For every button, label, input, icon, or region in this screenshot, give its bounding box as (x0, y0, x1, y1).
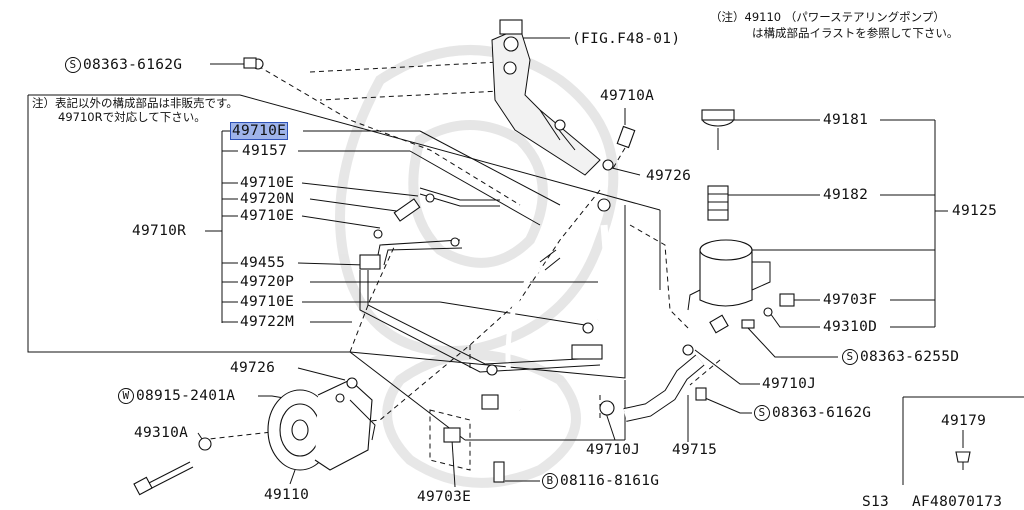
part-label-49179[interactable]: 49179 (941, 413, 987, 429)
footer-model-code: S13 (862, 494, 890, 510)
part-label-49715[interactable]: 49715 (672, 442, 718, 458)
part-label-49157[interactable]: 49157 (242, 143, 288, 159)
part-label-49125[interactable]: 49125 (952, 203, 998, 219)
part-label-49110[interactable]: 49110 (264, 487, 310, 503)
pump-reference-note-line1: （注）49110 （パワーステアリングポンプ） (710, 10, 945, 24)
leader-lines (27, 37, 1024, 488)
part-label-49720p[interactable]: 49720P (240, 274, 295, 290)
fasteners (443, 387, 971, 483)
non-sale-note-line1: 注）表記以外の構成部品は非販売です。 (32, 96, 238, 110)
non-sale-note-line2: 49710Rで対応して下さい。 (58, 110, 206, 124)
part-label-49720n[interactable]: 49720N (240, 191, 295, 207)
part-label-49710a[interactable]: 49710A (600, 88, 655, 104)
part-label-49710j-bottom[interactable]: 49710J (586, 442, 641, 458)
part-label-49726-left[interactable]: 49726 (230, 360, 276, 376)
part-label-49710e-3[interactable]: 49710E (240, 208, 295, 224)
part-label-49703e[interactable]: 49703E (417, 489, 472, 505)
figure-reference-label[interactable]: (FIG.F48-01) (572, 31, 681, 47)
part-label-49455[interactable]: 49455 (240, 255, 286, 271)
part-label-49310d[interactable]: 49310D (823, 319, 878, 335)
watermark-emblem (335, 45, 619, 488)
part-label-49181[interactable]: 49181 (823, 112, 869, 128)
s-symbol-icon: S (754, 405, 770, 421)
part-label-49722m[interactable]: 49722M (240, 314, 295, 330)
s-symbol-icon: S (65, 57, 81, 73)
part-label-49710e-2[interactable]: 49710E (240, 175, 295, 191)
reservoir-tank (687, 109, 795, 334)
part-label-49182[interactable]: 49182 (823, 187, 869, 203)
w-symbol-icon: W (118, 388, 134, 404)
b-symbol-icon: B (542, 473, 558, 489)
part-label-49726-top[interactable]: 49726 (646, 168, 692, 184)
part-label-49710r[interactable]: 49710R (132, 223, 187, 239)
part-label-49710j-right[interactable]: 49710J (762, 376, 817, 392)
hoses (505, 125, 705, 422)
pressure-pipes (359, 187, 603, 410)
s-symbol-icon: S (842, 349, 858, 365)
part-label-49710e-highlighted[interactable]: 49710E (230, 122, 289, 140)
power-steering-pump (133, 57, 376, 496)
part-label-49710e-4[interactable]: 49710E (240, 294, 295, 310)
footer-figure-code: AF48070173 (912, 494, 1003, 510)
part-label-49703f[interactable]: 49703F (823, 292, 878, 308)
part-label-49310a[interactable]: 49310A (134, 425, 189, 441)
pump-reference-note-line2: は構成部品イラストを参照して下さい。 (752, 26, 959, 40)
steering-gear (491, 19, 601, 176)
